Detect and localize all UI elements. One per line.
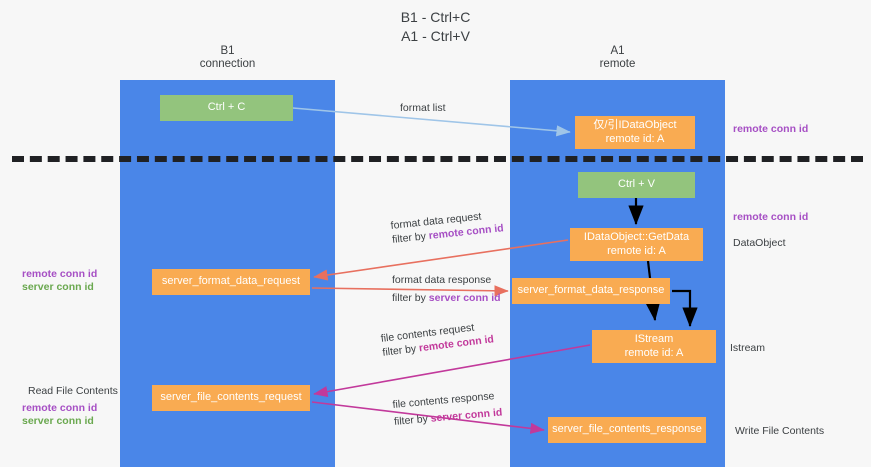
node-istream-line1: IStream (634, 333, 674, 345)
annotation-left-conn-ids-mid: remote conn id server conn id (22, 268, 97, 294)
annotation-left-conn-ids-low: remote conn id server conn id (22, 402, 97, 428)
annotation-istream: Istream (730, 342, 766, 354)
lane-header-b1-name: B1 (220, 45, 235, 57)
node-idataobject-top[interactable]: 仅/引IDataObject remote id: A (575, 116, 695, 149)
node-getdata-line2: remote id: A (607, 244, 666, 257)
node-getdata-line1: IDataObject::GetData (583, 231, 690, 243)
annotation-left-server-conn-id-low: server conn id (22, 415, 94, 427)
annotation-remote-conn-id-top: remote conn id (733, 123, 809, 135)
title-line-2: A1 - Ctrl+V (401, 28, 470, 44)
annotation-left-server-conn-id-mid: server conn id (22, 281, 94, 293)
node-server-format-data-request[interactable]: server_format_data_request (152, 269, 310, 295)
node-ctrl-c-line1: Ctrl + C (207, 101, 246, 114)
filter-prefix: filter by (391, 230, 430, 246)
node-idataobject-top-line2: remote id: A (605, 132, 665, 145)
node-istream-line2: remote id: A (624, 346, 684, 359)
node-server-file-contents-response-label: server_file_contents_response (552, 423, 702, 436)
node-server-format-data-response[interactable]: server_format_data_response (512, 278, 670, 304)
node-server-file-contents-response[interactable]: server_file_contents_response (548, 417, 706, 443)
annotation-dataobject: DataObject (733, 237, 786, 249)
title-line-1: B1 - Ctrl+C (400, 9, 471, 25)
node-server-file-contents-request-label: server_file_contents_request (160, 391, 302, 404)
annotation-write-file-contents: Write File Contents (735, 425, 825, 437)
edge-file-contents-response (311, 401, 545, 434)
annotation-left-remote-conn-id-low: remote conn id (22, 402, 98, 414)
node-server-format-data-response-label: server_format_data_response (517, 284, 665, 297)
node-ctrl-c[interactable]: Ctrl + C (160, 95, 293, 121)
annotation-remote-conn-id-mid: remote conn id (733, 211, 809, 223)
edge-label-format-list: format list (400, 102, 446, 114)
lane-header-a1-name: A1 (610, 45, 625, 57)
lane-header-a1: A1 remote (510, 45, 725, 71)
filter-prefix: filter by (393, 412, 432, 428)
phase-separator (12, 156, 863, 162)
lane-header-b1-role: connection (199, 58, 256, 70)
edge-format-data-response (311, 285, 509, 297)
node-idataobject-top-line1: 仅/引IDataObject (593, 119, 677, 131)
edge-format-data-request (313, 239, 569, 281)
node-ctrl-v-line1: Ctrl + V (618, 178, 655, 191)
edge-label-format-data-response-line1: format data response (392, 274, 492, 286)
filter-prefix: filter by (392, 292, 429, 304)
node-server-file-contents-request[interactable]: server_file_contents_request (152, 385, 310, 411)
lane-header-a1-role: remote (599, 58, 636, 70)
filter-key-server-conn-id: server conn id (428, 292, 501, 304)
page-title: B1 - Ctrl+C A1 - Ctrl+V (0, 8, 871, 46)
edge-label-format-data-response: format data response filter by server co… (392, 273, 501, 305)
edge-file-contents-request (313, 344, 591, 398)
node-istream[interactable]: IStream remote id: A (592, 330, 716, 363)
edge-label-format-data-response-line2: filter by server conn id (392, 291, 501, 305)
node-server-format-data-request-label: server_format_data_request (161, 275, 301, 288)
edge-response-to-istream (672, 289, 698, 328)
lane-header-b1: B1 connection (120, 45, 335, 71)
annotation-read-file-contents: Read File Contents (28, 385, 118, 397)
node-ctrl-v[interactable]: Ctrl + V (578, 172, 695, 198)
edge-format-list (292, 107, 571, 137)
annotation-left-remote-conn-id-mid: remote conn id (22, 268, 98, 280)
node-idataobject-getdata[interactable]: IDataObject::GetData remote id: A (570, 228, 703, 261)
